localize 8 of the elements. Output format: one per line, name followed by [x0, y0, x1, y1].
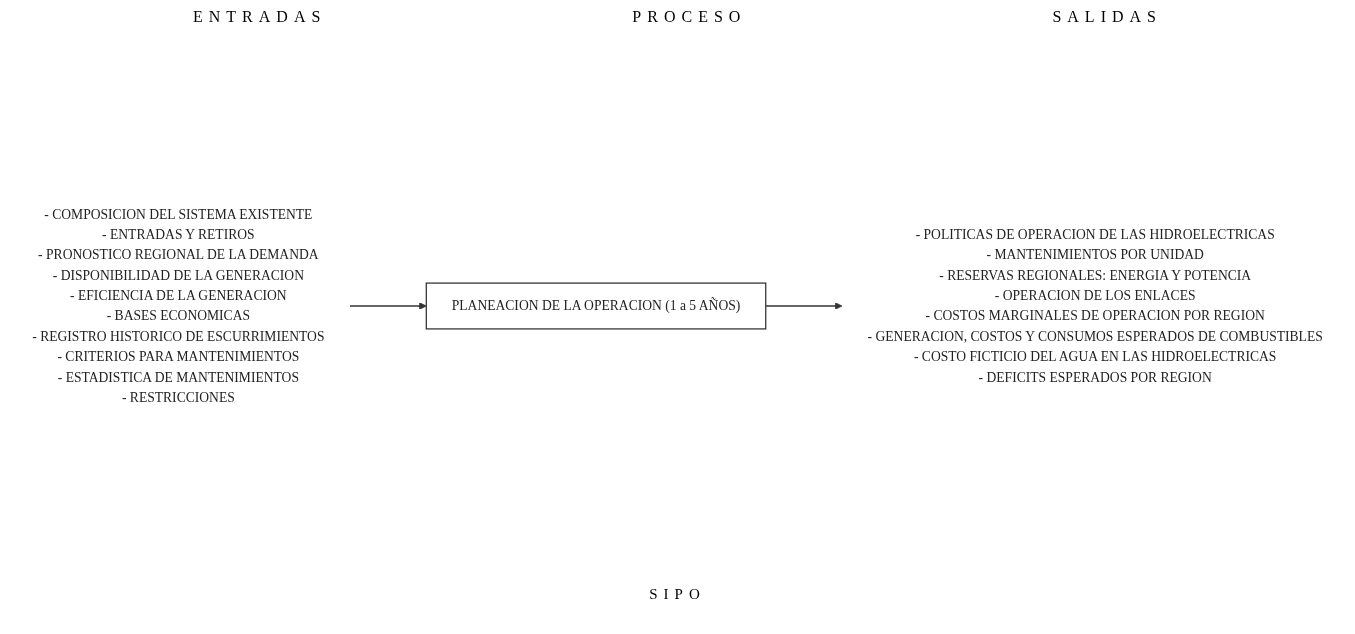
arrow — [349, 302, 427, 310]
column-heading: SALIDAS — [1052, 8, 1162, 26]
node-text: - COMPOSICION DEL SISTEMA EXISTENTE - ENTRADAS Y RETIROS - PRONOSTICO REGIONAL DE LA DEMANDA - DISPONIBILIDAD DE LA GENERACION - EFICIENCIA DE LA GENERACION - BASES ECONOMICAS - REGISTRO HISTORICO DE ESCURRIMIENTOS - CRITERIOS PARA MANTENIMIENTOS - ESTADISTICA DE MANTENIMIENTOS - RESTRICCIONES — [32, 206, 325, 405]
column-heading: ENTRADAS — [193, 8, 327, 26]
node-box: PLANEACION DE LA OPERACION (1 a 5 AÑOS) — [425, 282, 767, 330]
node-text: - POLITICAS DE OPERACION DE LAS HIDROELECTRICAS - MANTENIMIENTOS POR UNIDAD - RESERVAS REGIONALES: ENERGIA Y POTENCIA - OPERACION DE LOS ENLACES - COSTOS MARGINALES DE OPERACION POR REGION - GENERACION, COSTOS Y CONSUMOS ESPERADOS DE COMBUSTIBLES - COSTO FICTICIO DEL AGUA EN LAS HIDROELECTRICAS - DEFICITS ESPERADOS POR REGION — [867, 227, 1323, 385]
column-heading: PROCESO — [632, 8, 747, 26]
process-tag: SIPO — [0, 586, 1355, 603]
